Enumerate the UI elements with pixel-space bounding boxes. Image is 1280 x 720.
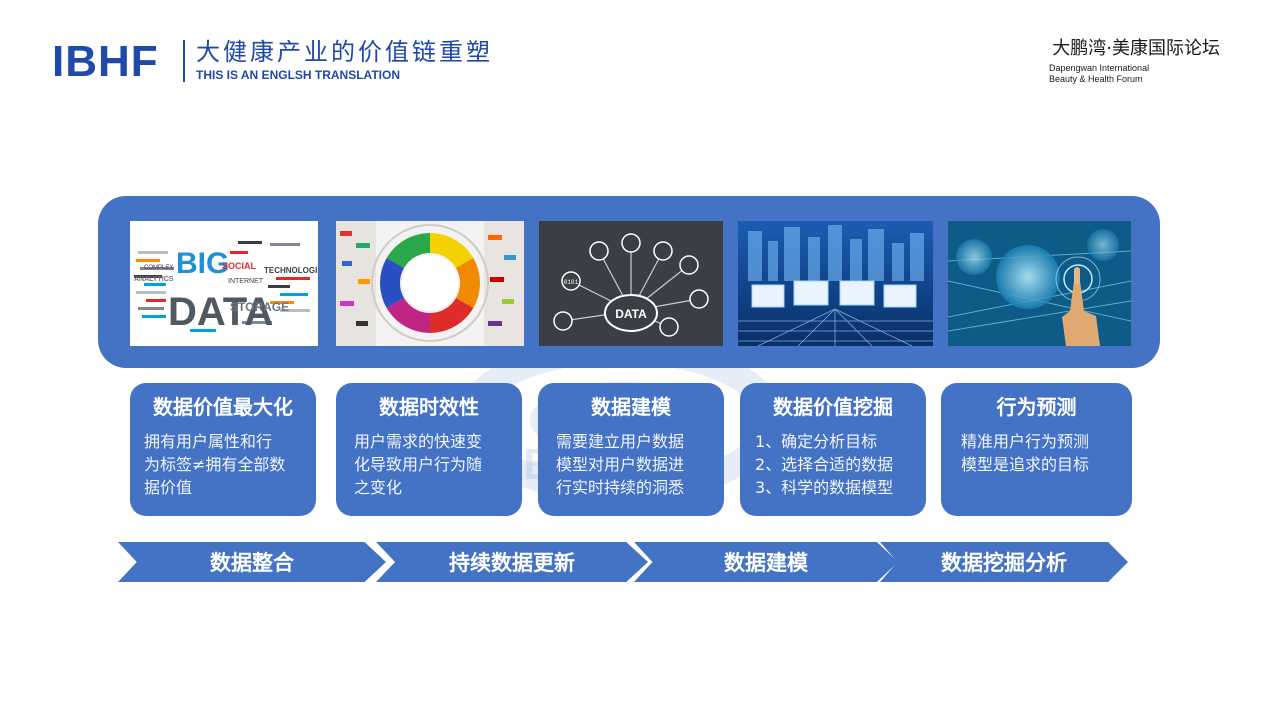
card-line: 模型对用户数据进 bbox=[556, 455, 685, 474]
card-line: 为标签≠拥有全部数 bbox=[144, 455, 286, 474]
card-data-value-max: 数据价值最大化 拥有用户属性和行 为标签≠拥有全部数 据价值 bbox=[130, 383, 316, 516]
globe-touch-interface bbox=[948, 221, 1131, 346]
card-line: 1、确定分析目标 bbox=[755, 432, 878, 451]
card-data-timeliness: 数据时效性 用户需求的快速变 化导致用户行为随 之变化 bbox=[336, 383, 522, 516]
forum-name-en-line1: Dapengwan International bbox=[1049, 63, 1150, 73]
card-title: 数据价值挖掘 bbox=[773, 395, 893, 419]
forum-name: 大鹏湾·美康国际论坛 bbox=[1052, 38, 1220, 59]
card-data-mining: 数据价值挖掘 1、确定分析目标 2、选择合适的数据 3、科学的数据模型 bbox=[740, 383, 926, 516]
data-bubble-label: DATA bbox=[615, 307, 647, 321]
page-subtitle: THIS IS AN ENGLSH TRANSLATION bbox=[196, 68, 400, 82]
forum-name-en: Dapengwan International Beauty & Health … bbox=[1049, 63, 1149, 85]
card-title: 数据价值最大化 bbox=[153, 395, 293, 419]
image-strip: BIG DATA TECHNOLOGIES ANALYTICS STORAGE … bbox=[98, 196, 1160, 368]
card-line: 据价值 bbox=[144, 478, 193, 497]
word-internet: INTERNET bbox=[228, 278, 264, 285]
word-technologies: TECHNOLOGIES bbox=[264, 266, 318, 275]
page-title: 大健康产业的价值链重塑 bbox=[196, 38, 493, 66]
card-line: 化导致用户行为随 bbox=[354, 455, 483, 474]
word-complex: COMPLEX bbox=[144, 265, 173, 271]
forum-name-en-line2: Beauty & Health Forum bbox=[1049, 74, 1143, 84]
card-line: 精准用户行为预测 bbox=[961, 432, 1090, 451]
binary-label: 0101 bbox=[564, 279, 579, 286]
big-data-word-cloud: BIG DATA TECHNOLOGIES ANALYTICS STORAGE … bbox=[130, 221, 318, 346]
card-body: 需要建立用户数据 模型对用户数据进 行实时持续的洞悉 bbox=[556, 430, 714, 499]
card-line: 2、选择合适的数据 bbox=[755, 455, 894, 474]
card-data-modeling: 数据建模 需要建立用户数据 模型对用户数据进 行实时持续的洞悉 bbox=[538, 383, 724, 516]
header-divider bbox=[183, 40, 185, 82]
card-body: 拥有用户属性和行 为标签≠拥有全部数 据价值 bbox=[144, 430, 306, 499]
big-text: BIG bbox=[176, 247, 229, 280]
process-step-mining: 数据挖掘分析 bbox=[880, 542, 1128, 582]
process-step-label: 数据建模 bbox=[724, 551, 808, 575]
data-network-image: DATA 0101 bbox=[539, 221, 723, 346]
big-data-image: BIG DATA TECHNOLOGIES ANALYTICS STORAGE … bbox=[130, 221, 318, 346]
word-analytics: ANALYTICS bbox=[134, 276, 174, 283]
color-wheel-image bbox=[336, 221, 524, 346]
card-line: 之变化 bbox=[354, 478, 403, 497]
process-step-label: 数据挖掘分析 bbox=[941, 551, 1067, 575]
card-body: 用户需求的快速变 化导致用户行为随 之变化 bbox=[354, 430, 512, 499]
word-social: SOCIAL bbox=[222, 261, 257, 271]
color-wheel-brands bbox=[336, 221, 524, 346]
card-title: 数据建模 bbox=[591, 395, 671, 419]
process-step-label: 持续数据更新 bbox=[449, 551, 575, 575]
card-line: 3、科学的数据模型 bbox=[755, 478, 894, 497]
card-line: 需要建立用户数据 bbox=[556, 432, 685, 451]
globe-touch-image bbox=[948, 221, 1131, 346]
data-text: DATA bbox=[168, 290, 273, 334]
card-title: 数据时效性 bbox=[379, 395, 479, 419]
process-step-integration: 数据整合 bbox=[118, 542, 386, 582]
card-line: 拥有用户属性和行 bbox=[144, 432, 273, 451]
card-line: 行实时持续的洞悉 bbox=[556, 478, 685, 497]
card-body: 精准用户行为预测 模型是追求的目标 bbox=[961, 430, 1122, 476]
card-line: 模型是追求的目标 bbox=[961, 455, 1090, 474]
word-storage: STORAGE bbox=[230, 300, 289, 314]
card-body: 1、确定分析目标 2、选择合适的数据 3、科学的数据模型 bbox=[755, 430, 916, 499]
process-step-modeling: 数据建模 bbox=[634, 542, 898, 582]
card-behavior-prediction: 行为预测 精准用户行为预测 模型是追求的目标 bbox=[941, 383, 1132, 516]
data-network-icons: DATA 0101 bbox=[539, 221, 723, 346]
digital-city-screens bbox=[738, 221, 933, 346]
process-step-update: 持续数据更新 bbox=[376, 542, 648, 582]
card-line: 用户需求的快速变 bbox=[354, 432, 483, 451]
digital-city-image bbox=[738, 221, 933, 346]
ibhf-logo: IBHF bbox=[52, 37, 159, 86]
card-title: 行为预测 bbox=[996, 395, 1077, 419]
process-step-label: 数据整合 bbox=[210, 551, 294, 575]
